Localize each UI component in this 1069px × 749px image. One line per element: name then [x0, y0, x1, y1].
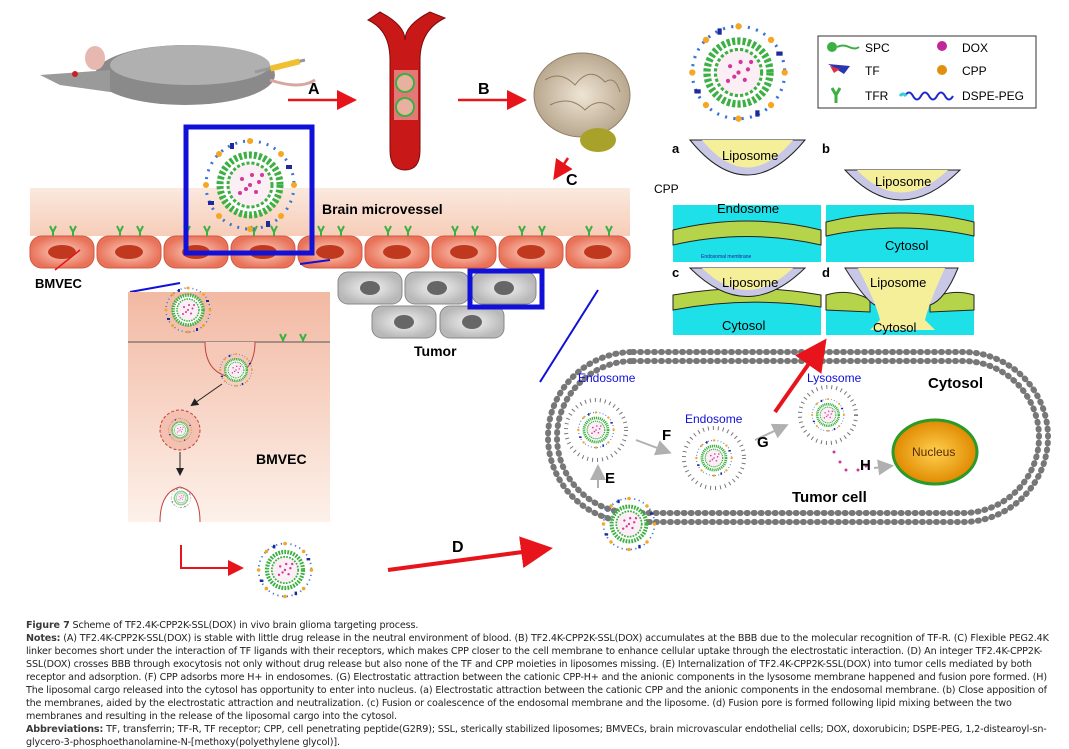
rat-illustration: [40, 45, 316, 105]
notes-text: (A) TF2.4K-CPP2K-SSL(DOX) is stable with…: [26, 633, 1049, 722]
zoom-box-bbb: [183, 124, 315, 256]
tumor-tissue: [337, 271, 537, 339]
legend: SPC DOX TF CPP TFR DSPE-PEG: [817, 35, 1037, 109]
spc-icon: [827, 42, 837, 52]
lysosome-label: Lysosome: [807, 371, 862, 385]
panel-d-cytosol: Cytosol: [873, 320, 916, 335]
panel-a-membrane: Endosomal membrane: [701, 254, 752, 260]
panel-a-endosome: Endosome: [717, 201, 779, 216]
panel-b-liposome: Liposome: [875, 174, 931, 189]
legend-dox: DOX: [962, 41, 988, 55]
panel-b-cytosol: Cytosol: [885, 238, 928, 253]
bmvec-inset-label: BMVEC: [256, 451, 307, 467]
bmvec-inset: [128, 285, 330, 523]
brain-microvessel-label: Brain microvessel: [322, 201, 443, 217]
cpp-icon: [937, 65, 947, 75]
tumor-cell-label: Tumor cell: [792, 489, 867, 506]
label-b: B: [478, 81, 490, 98]
fusion-panels: Liposome Endosome CPP Endosomal membrane…: [654, 139, 975, 335]
nucleus: [891, 418, 979, 486]
panel-a-cpp: CPP: [654, 182, 679, 196]
label-g: G: [757, 434, 769, 451]
panel-d: Liposome Cytosol d: [822, 265, 975, 335]
bmvec-label: BMVEC: [35, 276, 83, 291]
legend-spc: SPC: [865, 41, 890, 55]
exocytosis-arrow: [180, 545, 244, 576]
liposome-crossed-bbb: [257, 542, 313, 598]
dspe-peg-icon: [904, 91, 954, 101]
tfr-icon: [830, 87, 842, 103]
label-h: H: [860, 457, 871, 474]
liposome-at-bbb: [203, 138, 297, 232]
label-e: E: [605, 470, 615, 487]
arrow-to-panels: [773, 338, 827, 414]
panel-a-liposome: Liposome: [722, 148, 778, 163]
endosome-label-2: Endosome: [685, 412, 743, 426]
abbreviations-label: Abbreviations:: [26, 724, 104, 735]
cytosol-label: Cytosol: [928, 375, 983, 392]
panel-b-letter: b: [822, 141, 830, 156]
legend-tf: TF: [865, 64, 880, 78]
label-d: D: [452, 539, 464, 556]
panel-a: Liposome Endosome CPP Endosomal membrane…: [654, 139, 822, 262]
panel-a-letter: a: [672, 141, 680, 156]
figure-caption: Figure 7 Scheme of TF2.4K-CPP2K-SSL(DOX)…: [26, 619, 1056, 749]
figure-diagram: A B C SPC DOX TF CPP TFR DSPE-PEG: [29, 11, 1051, 615]
brain-illustration: [533, 52, 631, 152]
nucleus-label: Nucleus: [912, 445, 955, 459]
label-a: A: [308, 81, 320, 98]
panel-c-liposome: Liposome: [722, 275, 778, 290]
panel-b: Liposome Cytosol b: [822, 141, 975, 262]
blood-vessel-illustration: [366, 11, 447, 171]
panel-c-cytosol: Cytosol: [722, 318, 765, 333]
panel-d-liposome: Liposome: [870, 275, 926, 290]
legend-tfr: TFR: [865, 89, 889, 103]
legend-dspe-peg: DSPE-PEG: [962, 89, 1024, 103]
panel-c-letter: c: [672, 265, 679, 280]
arrow-d: [387, 536, 553, 572]
figure-title: Scheme of TF2.4K-CPP2K-SSL(DOX) in vivo …: [72, 620, 419, 631]
abbreviations-text: TF, transferrin; TF-R, TF receptor; CPP,…: [26, 724, 1047, 748]
figure-label: Figure 7: [26, 620, 70, 631]
label-c: C: [566, 172, 578, 189]
panel-d-letter: d: [822, 265, 830, 280]
dox-icon: [937, 41, 947, 51]
endosome-label-1: Endosome: [578, 371, 636, 385]
label-f: F: [662, 427, 671, 444]
notes-label: Notes:: [26, 633, 61, 644]
legend-cpp: CPP: [962, 64, 987, 78]
microvessel: [29, 188, 631, 269]
liposome-model: [689, 23, 788, 122]
panel-c: Liposome Cytosol c: [672, 265, 822, 335]
zoom-box-tumor: [467, 268, 545, 310]
arrow-c: [553, 157, 573, 181]
tumor-label: Tumor: [414, 343, 457, 359]
